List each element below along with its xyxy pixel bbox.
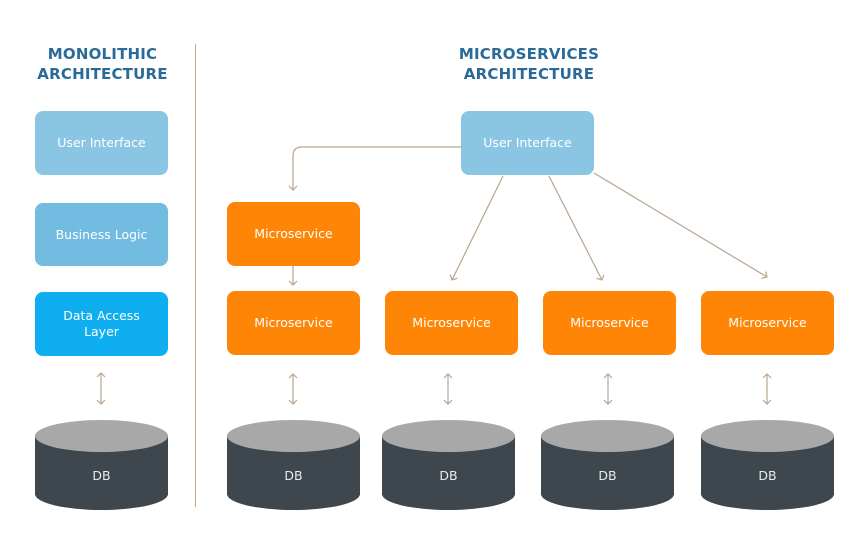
microservice-database-1: DB (227, 420, 360, 510)
monolithic-title-line2: ARCHITECTURE (37, 65, 168, 83)
database-label: DB (758, 468, 777, 483)
monolithic-title-line1: MONOLITHIC (47, 45, 158, 63)
ui-to-microservice-5-connector (593, 172, 768, 279)
ui-to-microservice-3-connector (449, 175, 504, 281)
database-label: DB (92, 468, 111, 483)
monolithic-user-interface-box: User Interface (35, 111, 168, 175)
microservice-box-4: Microservice (543, 291, 676, 355)
microservice-label: Microservice (728, 315, 807, 330)
microservices-user-interface-box: User Interface (461, 111, 594, 175)
database-top (541, 420, 674, 452)
monolithic-database: DB (35, 420, 168, 510)
microservice-box-3: Microservice (385, 291, 518, 355)
microservice-box-5: Microservice (701, 291, 834, 355)
monolithic-business-logic-label: Business Logic (55, 226, 148, 242)
microservice-label: Microservice (412, 315, 491, 330)
microservice-label: Microservice (254, 315, 333, 330)
database-top (227, 420, 360, 452)
microservice-database-2: DB (382, 420, 515, 510)
monolithic-data-access-layer-box: Data Access Layer (35, 292, 168, 356)
microservice-label: Microservice (254, 226, 333, 241)
microservice-label: Microservice (570, 315, 649, 330)
section-divider (195, 44, 196, 507)
microservices-title: MICROSERVICES ARCHITECTURE (440, 44, 618, 84)
microservices-user-interface-label: User Interface (483, 135, 572, 150)
monolithic-business-logic-box: Business Logic (35, 203, 168, 266)
microservice-box-1: Microservice (227, 202, 360, 266)
monolithic-user-interface-label: User Interface (57, 135, 146, 150)
microservice-database-4: DB (701, 420, 834, 510)
database-label: DB (439, 468, 458, 483)
database-top (35, 420, 168, 452)
microservices-title-line2: ARCHITECTURE (463, 65, 595, 83)
database-label: DB (598, 468, 617, 483)
microservices-title-line1: MICROSERVICES (458, 45, 600, 63)
microservice-box-2: Microservice (227, 291, 360, 355)
ui-to-microservice-1-connector (288, 146, 461, 191)
monolithic-data-access-layer-label: Data Access Layer (63, 308, 140, 339)
database-top (701, 420, 834, 452)
monolithic-title: MONOLITHIC ARCHITECTURE (20, 44, 185, 84)
database-label: DB (284, 468, 303, 483)
ui-to-microservice-4-connector (548, 175, 605, 281)
database-top (382, 420, 515, 452)
microservice-database-3: DB (541, 420, 674, 510)
